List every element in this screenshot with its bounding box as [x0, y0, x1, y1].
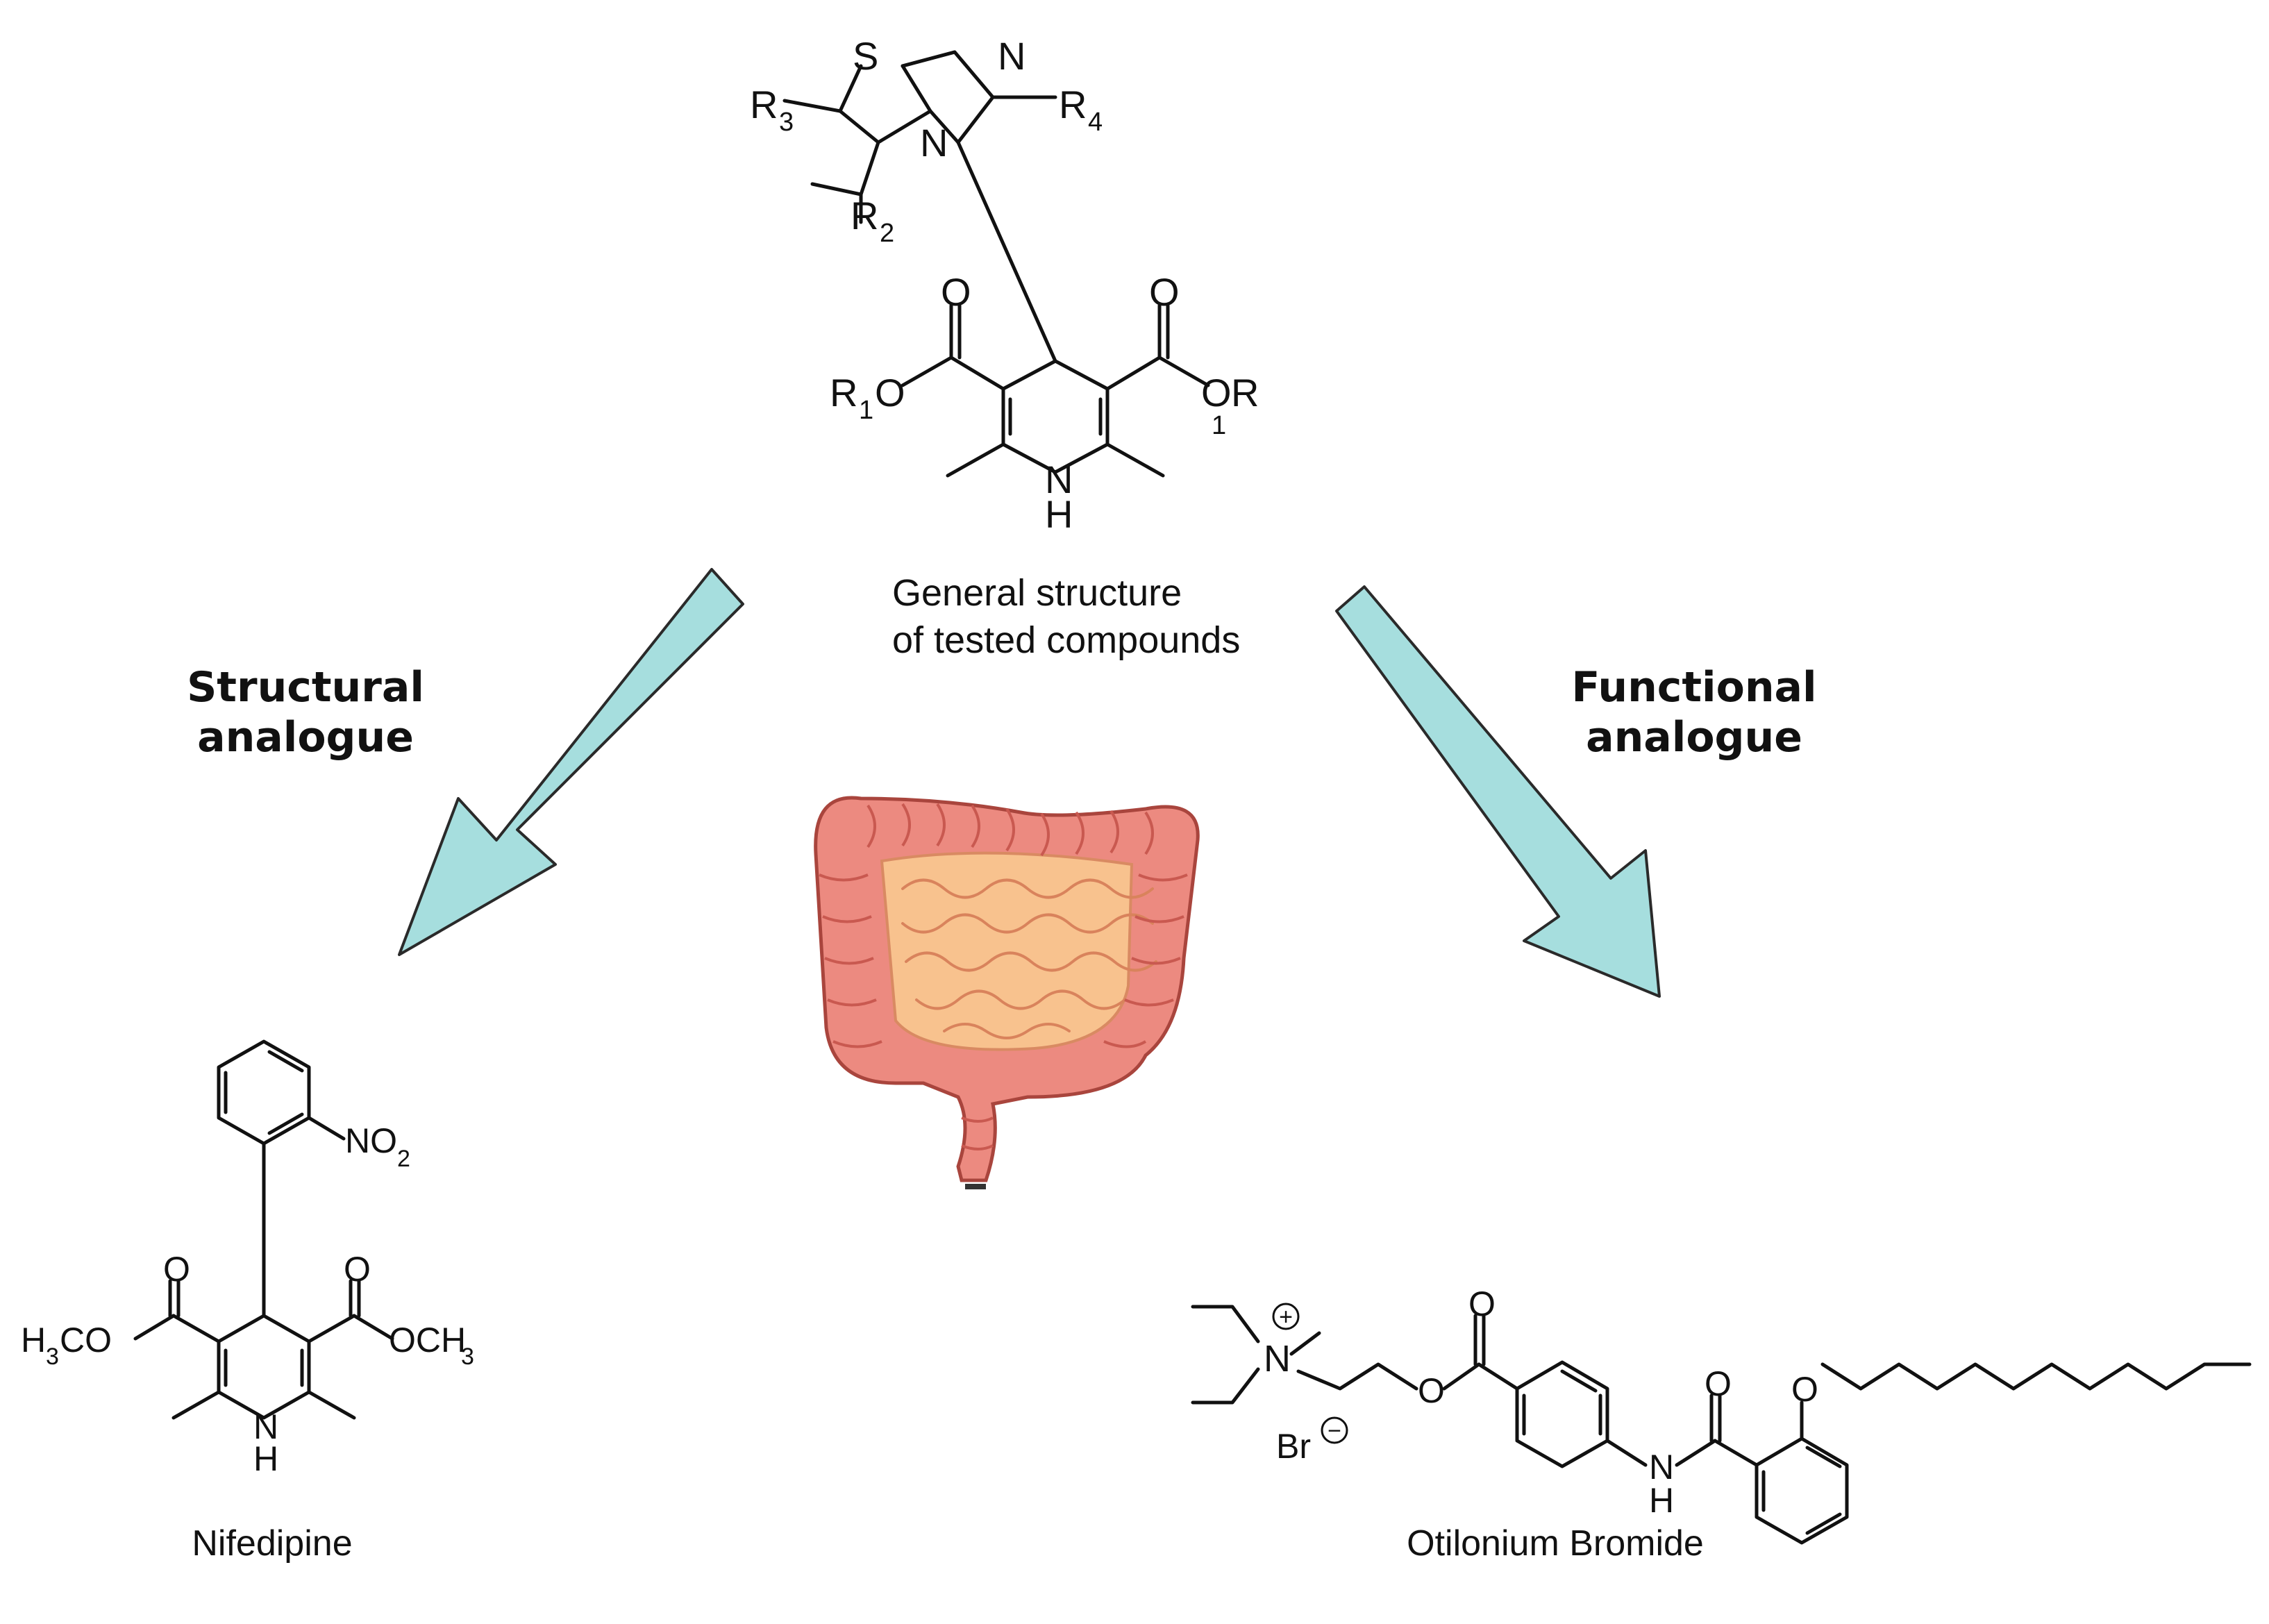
- atom-label: R: [851, 194, 878, 237]
- atom-label: +: [1279, 1304, 1293, 1330]
- atom-label: R: [750, 83, 778, 126]
- atom-label: N: [253, 1407, 278, 1446]
- atom-label: O: [1705, 1364, 1732, 1403]
- positive-charge-icon: [1272, 1303, 1300, 1330]
- otilonium-name: Otilonium Bromide: [1407, 1523, 1704, 1564]
- atom-label: O: [163, 1250, 190, 1289]
- right-arrow: [1335, 585, 1661, 998]
- atom-label: OCH: [389, 1321, 466, 1359]
- atom-label: O: [1791, 1370, 1818, 1409]
- nifedipine-structure: [133, 1039, 394, 1420]
- atom-subscript: 4: [1088, 108, 1103, 137]
- atom-subscript: 2: [397, 1146, 410, 1172]
- atom-subscript: 1: [1212, 411, 1226, 440]
- atom-label: O: [344, 1250, 371, 1289]
- atom-label: S: [853, 34, 878, 78]
- left-heading-line1: Structural: [187, 663, 424, 712]
- atom-label: R: [1059, 83, 1087, 126]
- atom-label: N: [1264, 1338, 1291, 1380]
- atom-label: O: [1418, 1371, 1445, 1410]
- atom-label: CO: [60, 1321, 112, 1359]
- central-caption-line2: of tested compounds: [892, 619, 1240, 661]
- atom-subscript: 3: [779, 108, 794, 137]
- atom-label: Br: [1276, 1427, 1311, 1466]
- atom-label: H: [253, 1439, 278, 1478]
- atom-label: O: [1468, 1284, 1496, 1323]
- central-caption-line1: General structure: [892, 572, 1182, 614]
- atom-label: N: [1649, 1448, 1674, 1487]
- atom-label: N: [920, 121, 948, 165]
- central-atom-labels: S N N R 3 R 4 R 2 O O R 1 O O R 1 N H: [750, 34, 1259, 536]
- otilonium-atom-labels: N + Br − O O N H O O: [1264, 1284, 1818, 1520]
- negative-charge-icon: [1321, 1416, 1348, 1444]
- right-heading-line2: analogue: [1586, 713, 1802, 762]
- atom-label: −: [1328, 1418, 1341, 1444]
- atom-label: R: [1231, 371, 1259, 415]
- intestine-icon: [814, 796, 1200, 1189]
- atom-label: O: [941, 270, 971, 314]
- atom-subscript: 2: [880, 219, 894, 248]
- atom-label: H: [21, 1321, 46, 1359]
- atom-label: R: [830, 371, 857, 415]
- left-arrow: [398, 568, 744, 956]
- atom-label: N: [998, 34, 1025, 78]
- nifedipine-atom-labels: NO 2 O O H 3 CO OCH 3 N H: [21, 1121, 474, 1478]
- atom-label: H: [1649, 1481, 1674, 1520]
- atom-subscript: 3: [46, 1343, 59, 1370]
- central-structure: [782, 50, 1210, 478]
- atom-label: N: [1045, 458, 1073, 501]
- right-heading-line1: Functional: [1571, 663, 1816, 712]
- atom-label: H: [1045, 492, 1073, 536]
- otilonium-structure: [1191, 1305, 2252, 1545]
- atom-subscript: 3: [461, 1343, 474, 1370]
- atom-label: NO: [345, 1121, 397, 1160]
- atom-label: O: [1201, 371, 1232, 415]
- nifedipine-name: Nifedipine: [192, 1523, 352, 1564]
- atom-label: O: [875, 371, 905, 415]
- left-heading-line2: analogue: [197, 713, 414, 762]
- atom-label: O: [1149, 270, 1180, 314]
- atom-subscript: 1: [859, 396, 873, 425]
